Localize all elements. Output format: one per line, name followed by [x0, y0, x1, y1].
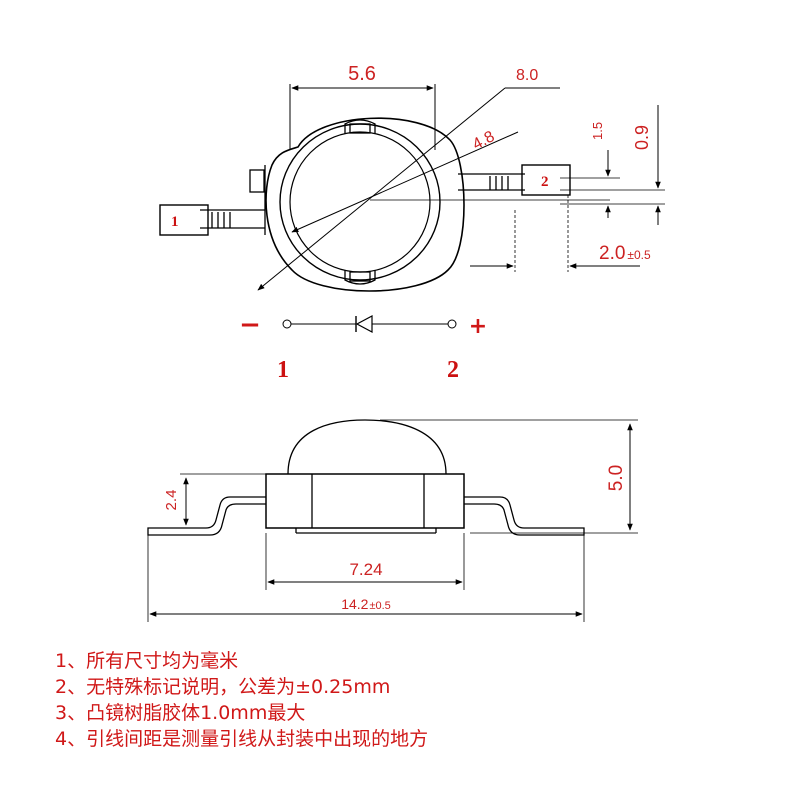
pad-1 [159, 204, 209, 236]
pad-2-label: 2 [541, 174, 549, 190]
dim-0-9: 0.9 [632, 125, 652, 150]
anode-sign: + [469, 314, 487, 339]
package-outline [265, 117, 465, 292]
dim-7-24: 7.24 [349, 560, 382, 579]
pin-1-label: 1 [277, 357, 289, 383]
left-lead [147, 496, 266, 536]
side-view [147, 419, 638, 622]
dim-14-2: 14.2±0.5 [341, 596, 391, 612]
right-lead [464, 496, 585, 536]
diode-schematic [282, 315, 457, 333]
dim-4-8: 4.8 [470, 128, 498, 153]
note-item: 1、所有尺寸均为毫米 [55, 650, 239, 672]
dim-1-5: 1.5 [590, 122, 605, 140]
notes-list: 1、所有尺寸均为毫米 2、无特殊标记说明，公差为±0.25mm 3、凸镜树脂胶体… [55, 648, 428, 752]
note-item: 2、无特殊标记说明，公差为±0.25mm [55, 676, 391, 698]
dim-line-4-8 [291, 131, 519, 233]
diode-icon [355, 315, 373, 333]
cathode-sign: − [239, 310, 261, 340]
marker-rect [249, 169, 265, 193]
package-body [265, 473, 465, 529]
lens-dome [287, 419, 447, 475]
dim-2-4: 2.4 [163, 490, 180, 511]
dim-line-8-0 [257, 87, 506, 291]
dim-5-6: 5.6 [348, 63, 376, 85]
dim-5-0: 5.0 [606, 465, 627, 491]
note-item: 4、引线间距是测量引线从封装中出现的地方 [55, 728, 429, 750]
dim-8-0: 8.0 [516, 67, 538, 84]
dim-2-0: 2.0±0.5 [599, 243, 651, 264]
pad-1-label: 1 [171, 214, 179, 230]
note-item: 3、凸镜树脂胶体1.0mm最大 [55, 702, 306, 724]
top-view [159, 84, 665, 292]
pin-2-label: 2 [447, 357, 459, 383]
pad-2 [521, 164, 571, 196]
